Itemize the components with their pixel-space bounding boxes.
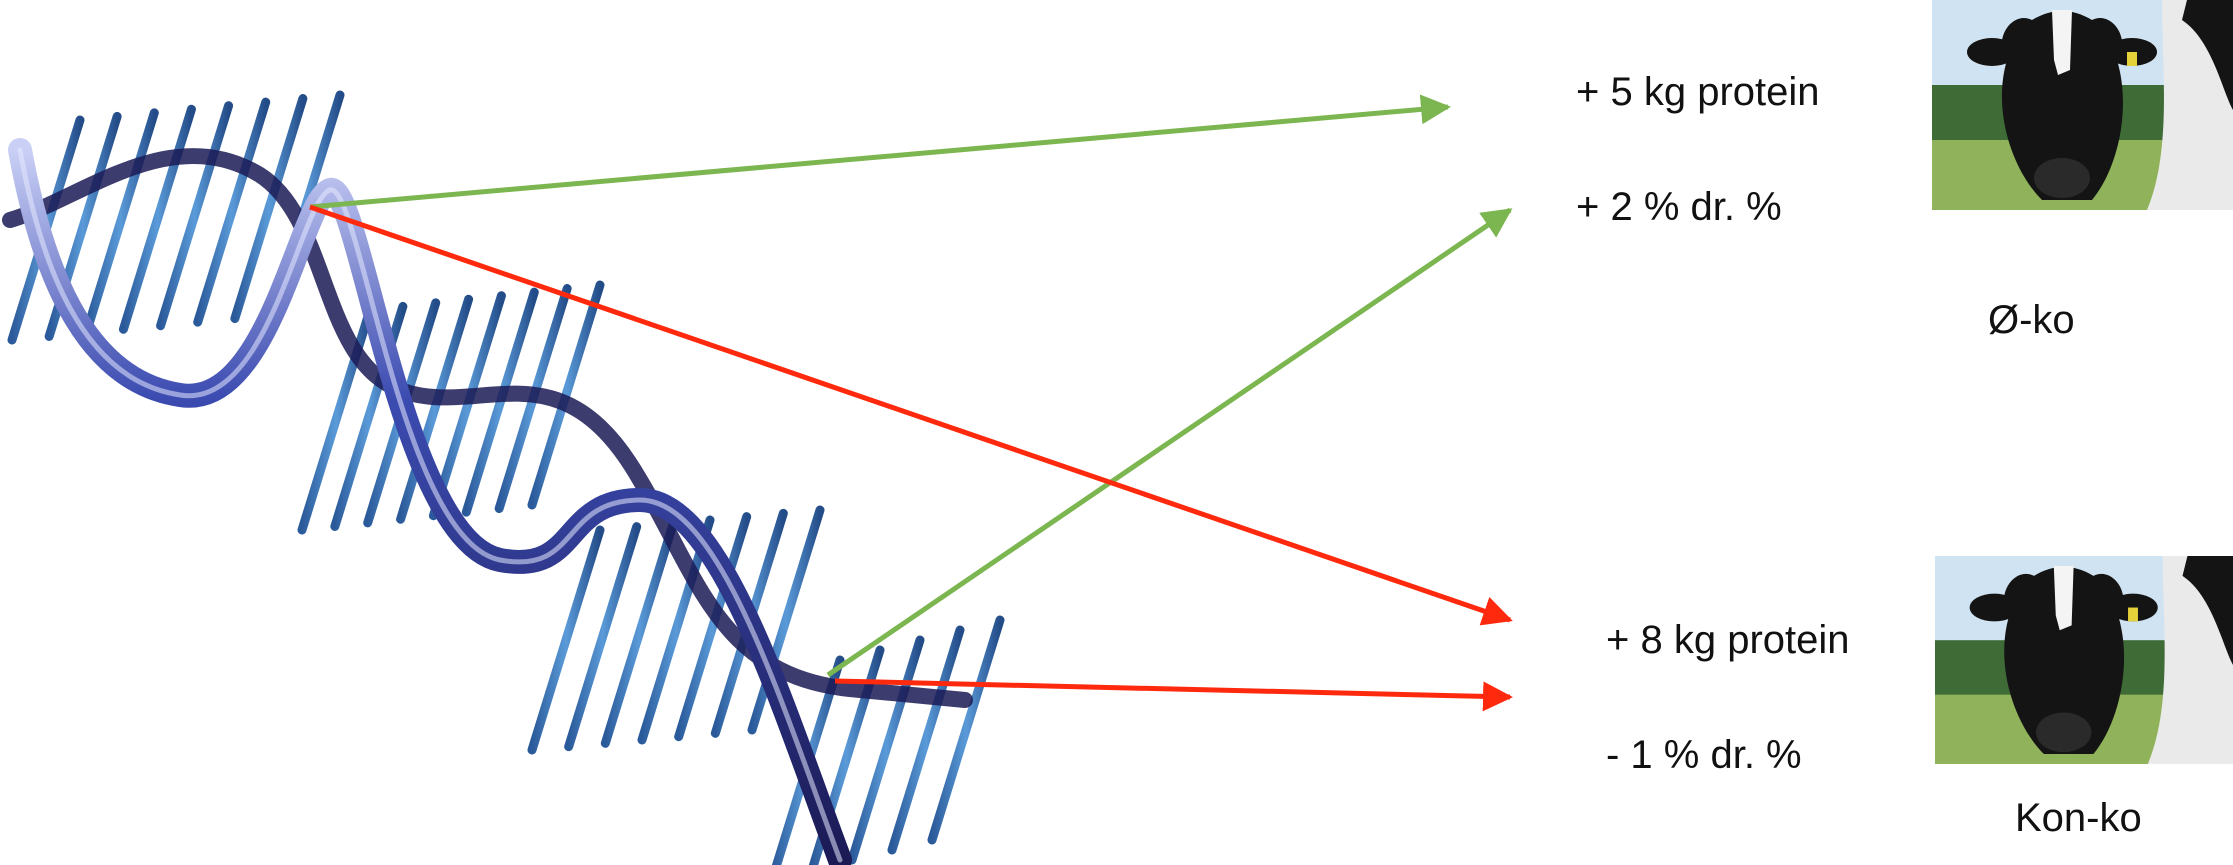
dna-rung <box>674 512 752 742</box>
dna-rung <box>637 515 715 745</box>
effect-top-fat: + 2 % dr. % <box>1576 185 1782 229</box>
dna-rung <box>927 615 1005 845</box>
dna-rung <box>600 518 678 748</box>
dna-rung <box>847 635 925 865</box>
dna-rung <box>747 505 825 735</box>
dna-rung <box>396 294 474 524</box>
dna-rungs <box>7 90 1005 865</box>
dna-rung <box>193 97 271 327</box>
arrow-green-to-fat-top <box>826 207 1513 678</box>
cow-label-top: Ø-ko <box>1988 298 2075 342</box>
arrow-red-to-fat-bottom <box>834 678 1513 712</box>
dna-helix-icon <box>2 90 1005 865</box>
cow-icon <box>1935 556 2233 764</box>
dna-front-strand-highlight <box>17 147 843 863</box>
cow-icon <box>1932 0 2233 210</box>
effect-top-protein: + 5 kg protein <box>1576 70 1820 114</box>
dna-rung <box>564 522 642 752</box>
effect-bottom-protein: + 8 kg protein <box>1606 618 1850 662</box>
dna-rung <box>527 525 605 755</box>
dna-rung <box>887 625 965 855</box>
dna-rung <box>297 305 375 535</box>
dna-rung <box>428 291 506 521</box>
dna-rung <box>156 101 234 331</box>
dna-rung <box>230 94 308 324</box>
arrow-green-to-protein-top <box>309 94 1451 210</box>
cow-photo-bottom <box>1935 555 2233 765</box>
dna-rung <box>81 108 159 338</box>
arrow-red-to-protein-bottom <box>309 204 1513 626</box>
effect-bottom-fat: - 1 % dr. % <box>1606 733 1802 777</box>
dna-rung <box>118 104 196 334</box>
cow-photo-top <box>1932 0 2233 210</box>
cow-label-bottom: Kon-ko <box>2015 796 2142 840</box>
